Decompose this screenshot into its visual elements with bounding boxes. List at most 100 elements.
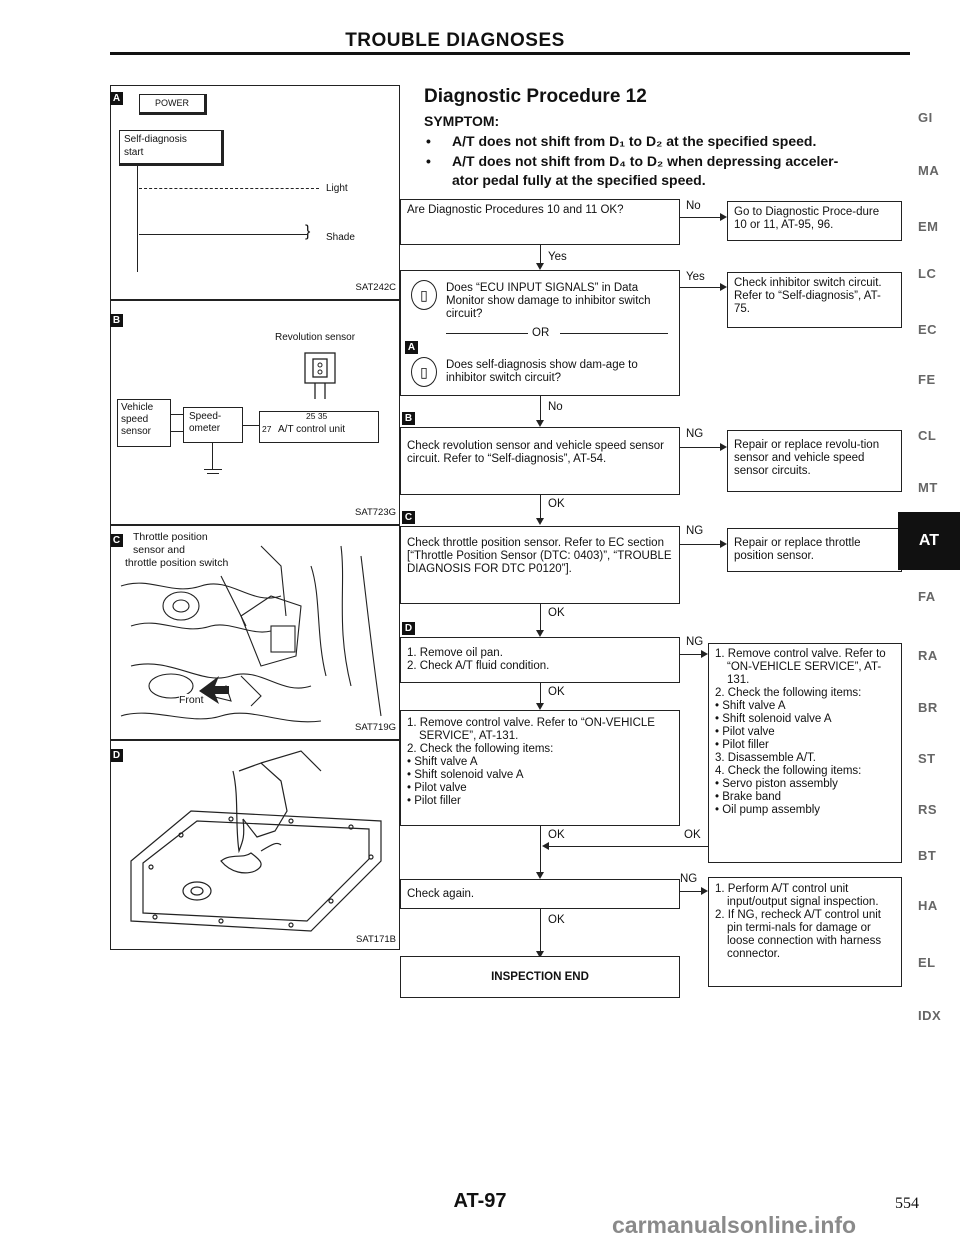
ok6-label: OK	[548, 829, 565, 841]
q1-no-box: Go to Diagnostic Proce-dure 10 or 11, AT…	[727, 201, 902, 241]
sidebar-at[interactable]: AT	[898, 512, 960, 570]
q7-ng-step-1: 1. Perform A/T control unit input/output…	[715, 883, 879, 908]
or-label: OR	[532, 327, 550, 339]
q3-ng-line	[680, 447, 722, 449]
sidebar-ma[interactable]: MA	[918, 163, 940, 178]
q5-box: 1. Remove oil pan. 2. Check A/T fluid co…	[400, 637, 680, 683]
q6-item: • Pilot valve	[407, 782, 467, 794]
ok3-label: OK	[548, 498, 565, 510]
sidebar-ec[interactable]: EC	[918, 322, 938, 337]
sidebar-em[interactable]: EM	[918, 219, 939, 234]
ground-line	[212, 443, 214, 469]
sidebar-mt[interactable]: MT	[918, 480, 938, 495]
page-title: TROUBLE DIAGNOSES	[345, 30, 565, 51]
front-label: Front	[179, 694, 204, 707]
engine-illustration	[120, 545, 382, 723]
q4-ng-line	[680, 544, 722, 546]
figure-c: C Throttle position sensor and throttle …	[110, 525, 400, 740]
ok7-arrow	[536, 951, 544, 958]
yes1-line	[540, 245, 542, 265]
q2-yes-box: Check inhibitor switch circuit. Refer to…	[727, 272, 902, 328]
q7-ng-label: NG	[680, 873, 698, 885]
sidebar-fa[interactable]: FA	[918, 589, 936, 604]
no2-line	[540, 396, 542, 422]
oil-pan-illustration	[130, 750, 382, 932]
no2-label: No	[548, 401, 563, 413]
figure-d-code: SAT171B	[356, 934, 396, 945]
shade-bracket: }	[305, 223, 311, 240]
q2-box	[400, 270, 680, 396]
sidebar-ha[interactable]: HA	[918, 898, 938, 913]
ok7-line	[540, 909, 542, 953]
right-item: • Brake band	[715, 791, 782, 803]
sidebar-st[interactable]: ST	[918, 751, 936, 766]
symptom-bullet-1: •	[426, 133, 431, 149]
pins-label: 25 35	[306, 411, 328, 421]
page-code: AT-97	[453, 1190, 507, 1212]
sidebar-gi[interactable]: GI	[918, 110, 933, 125]
control-unit-box: 25 35 27 A/T control unit	[259, 411, 379, 443]
sidebar-cl[interactable]: CL	[918, 428, 937, 443]
symptom-2: A/T does not shift from D₄ to D₂ when de…	[452, 153, 839, 169]
right-items-2: • Servo piston assembly • Brake band • O…	[715, 778, 895, 817]
ok6-line	[540, 826, 542, 874]
sidebar-el[interactable]: EL	[918, 955, 936, 970]
ok6-arrow	[536, 872, 544, 879]
right-step-4: 4. Check the following items:	[715, 765, 862, 777]
ok3-line	[540, 495, 542, 521]
data-monitor-icon: ▯	[411, 280, 437, 310]
or-line-right	[560, 333, 668, 335]
self-diagnosis-label: Self-diagnosis	[124, 134, 187, 145]
figure-b-code: SAT723G	[354, 507, 396, 518]
procedure-title: Diagnostic Procedure 12	[424, 86, 647, 107]
q2-yes-line	[680, 287, 722, 289]
revolution-sensor-label: Revolution sensor	[275, 332, 356, 343]
self-diagnosis-start: start	[124, 147, 144, 158]
figure-a-code: SAT242C	[355, 282, 396, 293]
right-ok-label: OK	[684, 829, 701, 841]
symptom-bullet-2: •	[426, 153, 431, 169]
sidebar-ra[interactable]: RA	[918, 648, 938, 663]
right-ok-line	[548, 846, 708, 848]
q6-item: • Shift valve A	[407, 756, 478, 768]
signal-line	[137, 166, 139, 272]
ok7-label: OK	[548, 914, 565, 926]
vss-line-1: Vehicle	[121, 402, 154, 413]
ok4-line	[540, 604, 542, 632]
sidebar-fe[interactable]: FE	[918, 372, 936, 387]
q6-item: • Pilot filler	[407, 795, 461, 807]
symptom-label: SYMPTOM:	[424, 113, 500, 129]
q6-step-2: 2. Check the following items:	[407, 743, 554, 755]
right-step-3: 3. Disassemble A/T.	[715, 752, 816, 764]
sidebar-br[interactable]: BR	[918, 700, 938, 715]
no2-arrow	[536, 420, 544, 427]
sidebar-bt[interactable]: BT	[918, 848, 937, 863]
q5-step-2: 2. Check A/T fluid condition.	[407, 660, 550, 672]
q3-box: Check revolution sensor and vehicle spee…	[400, 427, 680, 495]
inspection-end-box: INSPECTION END	[400, 956, 680, 998]
tps-label-1: Throttle position	[133, 531, 208, 544]
ok5-label: OK	[548, 686, 565, 698]
sidebar-lc[interactable]: LC	[918, 266, 937, 281]
sidebar-rs[interactable]: RS	[918, 802, 938, 817]
self-diag-icon: ▯	[411, 357, 437, 387]
figure-c-code: SAT719G	[354, 722, 396, 733]
speedometer-box: Speed- ometer	[183, 407, 243, 443]
figure-b: B Revolution sensor Vehicle speed sensor…	[110, 300, 400, 525]
q7-ng-arrow	[701, 887, 708, 895]
q2b-text: Does self-diagnosis show dam-age to inhi…	[446, 359, 638, 384]
right-item: • Oil pump assembly	[715, 804, 821, 816]
figure-c-tag: C	[111, 534, 123, 547]
right-item: • Pilot valve	[715, 726, 775, 738]
q5-ng-label: NG	[686, 636, 704, 648]
q1-no-label: No	[686, 200, 701, 212]
q4-ng-box: Repair or replace throttle position sens…	[727, 528, 902, 572]
q6-step-1: 1. Remove control valve. Refer to “ON-VE…	[407, 717, 655, 742]
sidebar-idx[interactable]: IDX	[918, 1008, 942, 1023]
right-item: • Servo piston assembly	[715, 778, 838, 790]
q3-ng-label: NG	[686, 428, 704, 440]
q4-tag: C	[402, 511, 415, 524]
q1-no-arrow	[720, 213, 727, 221]
q5-step-1: 1. Remove oil pan.	[407, 647, 503, 659]
shade-label: Shade	[326, 232, 355, 243]
